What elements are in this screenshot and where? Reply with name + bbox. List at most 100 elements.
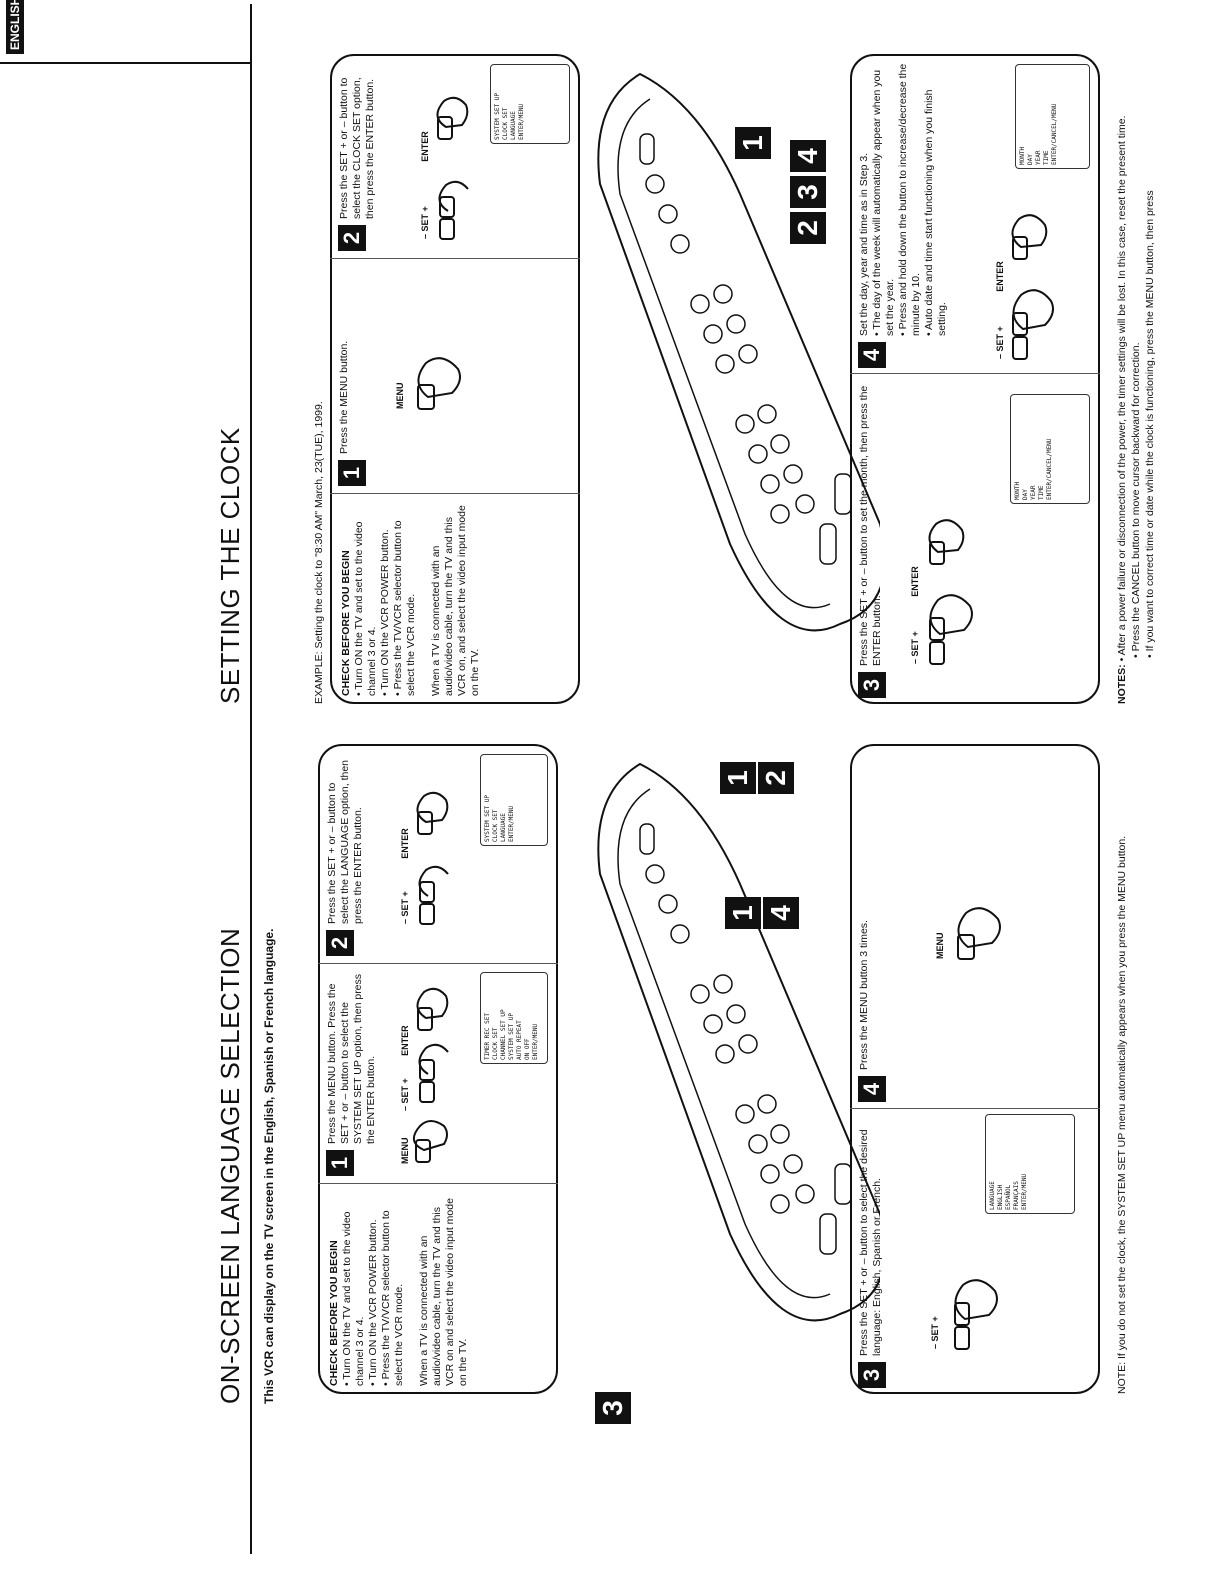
screen-line: LANGUAGE <box>500 813 507 842</box>
callout-number: 3 <box>595 1392 631 1424</box>
screen-line: CLOCK SET <box>502 107 509 140</box>
tv-screen: SYSTEM SET UP CLOCK SET LANGUAGE ENTER/M… <box>490 64 570 144</box>
screen-line: AUTO REPEAT <box>516 1020 523 1060</box>
step-number: 3 <box>858 672 886 698</box>
check-note: When a TV is connected with an audio/vid… <box>430 505 481 696</box>
screen-line: ENTER/CANCEL/MENU <box>1046 438 1053 500</box>
screen-line: TIME <box>1038 485 1045 500</box>
hand-icon <box>417 357 461 410</box>
check-item: • Press the TV/VCR selector button to se… <box>380 1210 405 1386</box>
callout-number: 4 <box>790 140 826 172</box>
step-text: Set the day, year and time as in Step 3. <box>858 152 870 336</box>
screen-line: TIME <box>1043 150 1050 165</box>
step-number: 1 <box>338 460 366 486</box>
set-label: – SET + <box>995 326 1005 359</box>
check-item: • Turn ON the VCR POWER button. <box>367 1219 379 1386</box>
screen-line: SYSTEM SET UP <box>484 795 491 842</box>
callout-number: 3 <box>790 176 826 208</box>
step-text: Press the SET + or – button to select th… <box>858 1129 883 1356</box>
divider <box>330 493 580 494</box>
set-label: – SET + <box>400 1078 410 1112</box>
language-note: NOTE: If you do not set the clock, the S… <box>1116 835 1128 1394</box>
divider <box>850 1108 1100 1109</box>
check-item: • Press the TV/VCR selector button to se… <box>392 520 417 696</box>
tv-screen: TIMER REC SET CLOCK SET CHANNEL SET UP S… <box>480 972 548 1064</box>
hand-icon <box>957 907 1001 960</box>
clock-example: EXAMPLE: Setting the clock to "8:30 AM" … <box>313 401 325 704</box>
step-number: 1 <box>326 1150 354 1176</box>
hand-icon <box>413 987 449 1163</box>
enter-label: ENTER <box>420 131 430 162</box>
remote-control-icon <box>597 72 880 632</box>
step-text: Press the SET + or – button to set the m… <box>858 385 883 666</box>
callout-number: 2 <box>790 212 826 244</box>
hand-icon <box>1011 214 1054 360</box>
callout-number: 1 <box>720 762 756 794</box>
hand-icon <box>954 1279 998 1350</box>
screen-line: ESPAÑOL <box>1005 1184 1012 1210</box>
set-label: – SET + <box>420 206 430 239</box>
tv-screen: MONTH DAY YEAR TIME ENTER/CANCEL/MENU <box>1015 64 1090 169</box>
enter-label: ENTER <box>400 828 410 859</box>
enter-label: ENTER <box>910 566 920 597</box>
clock-title: SETTING THE CLOCK <box>215 427 245 704</box>
hand-icon <box>416 791 449 925</box>
callout-number: 2 <box>758 762 794 794</box>
screen-line: TIMER REC SET <box>484 1013 491 1060</box>
language-badge: ENGLISH <box>6 0 24 54</box>
clock-check-box: CHECK BEFORE YOU BEGIN • Turn ON the TV … <box>340 501 482 696</box>
step4-text-block: Set the day, year and time as in Step 3.… <box>858 61 949 336</box>
tv-screen: LANGUAGE ENGLISH ESPAÑOL FRANÇAIS ENTER/… <box>985 1114 1075 1214</box>
step-bullet: • The day of the week will automatically… <box>871 69 896 336</box>
step-number: 3 <box>858 1362 886 1388</box>
check-item: • Turn ON the TV and set to the video ch… <box>353 521 378 697</box>
screen-line: ENTER/MENU <box>518 103 525 140</box>
note-item: • If you want to correct time or date wh… <box>1144 190 1156 658</box>
screen-line: CLOCK SET <box>492 1027 499 1060</box>
hand-icon <box>928 519 973 665</box>
screen-line: CLOCK SET <box>492 809 499 842</box>
tv-screen: MONTH DAY YEAR TIME ENTER/CANCEL/MENU <box>1010 394 1090 504</box>
check-item: • Turn ON the VCR POWER button. <box>379 529 391 696</box>
tv-screen: SYSTEM SET UP CLOCK SET LANGUAGE ENTER/M… <box>480 754 548 846</box>
screen-line: ENTER/MENU <box>1021 1173 1028 1210</box>
check-item: • Turn ON the TV and set to the video ch… <box>341 1211 366 1387</box>
set-label: – SET + <box>400 891 410 924</box>
check-title: CHECK BEFORE YOU BEGIN <box>340 550 352 696</box>
screen-line: DAY <box>1027 154 1034 165</box>
step-text: Press the SET + or – button to select th… <box>338 77 376 219</box>
enter-label: ENTER <box>400 1025 410 1056</box>
set-label: – SET + <box>910 631 920 664</box>
screen-line: ON OFF <box>524 1038 531 1060</box>
hand-icon <box>436 96 469 240</box>
divider <box>318 1183 558 1184</box>
callout-number: 1 <box>735 127 771 159</box>
divider <box>850 373 1100 374</box>
note-item: • After a power failure or disconnection… <box>1116 115 1128 662</box>
screen-line: DAY <box>1022 489 1029 500</box>
menu-label: MENU <box>395 382 405 410</box>
step-text: Press the MENU button. <box>338 340 350 454</box>
screen-line: ENGLISH <box>997 1184 1004 1210</box>
notes-label: NOTES: <box>1116 664 1128 704</box>
screen-line: MONTH <box>1019 146 1026 165</box>
screen-line: FRANÇAIS <box>1013 1181 1020 1210</box>
menu-label: MENU <box>935 932 945 960</box>
step-bullet: • Auto date and time start functioning w… <box>923 89 948 337</box>
note-item: • Press the CANCEL button to move cursor… <box>1130 342 1142 659</box>
language-title: ON-SCREEN LANGUAGE SELECTION <box>215 927 245 1404</box>
language-intro: This VCR can display on the TV screen in… <box>262 928 276 1404</box>
remote-control-icon <box>597 762 880 1322</box>
check-note: When a TV is connected with an audio/vid… <box>418 1198 469 1386</box>
screen-line: ENTER/MENU <box>508 805 515 842</box>
screen-line: SYSTEM SET UP <box>494 93 501 140</box>
step-text: Press the MENU button 3 times. <box>858 920 870 1070</box>
clock-notes: NOTES: • After a power failure or discon… <box>1115 14 1157 704</box>
menu-label: MENU <box>400 1137 410 1165</box>
divider <box>330 258 580 259</box>
enter-label: ENTER <box>995 261 1005 292</box>
screen-line: MONTH <box>1014 481 1021 500</box>
step-number: 4 <box>858 1076 886 1102</box>
screen-line: ENTER/CANCEL/MENU <box>1051 103 1058 165</box>
